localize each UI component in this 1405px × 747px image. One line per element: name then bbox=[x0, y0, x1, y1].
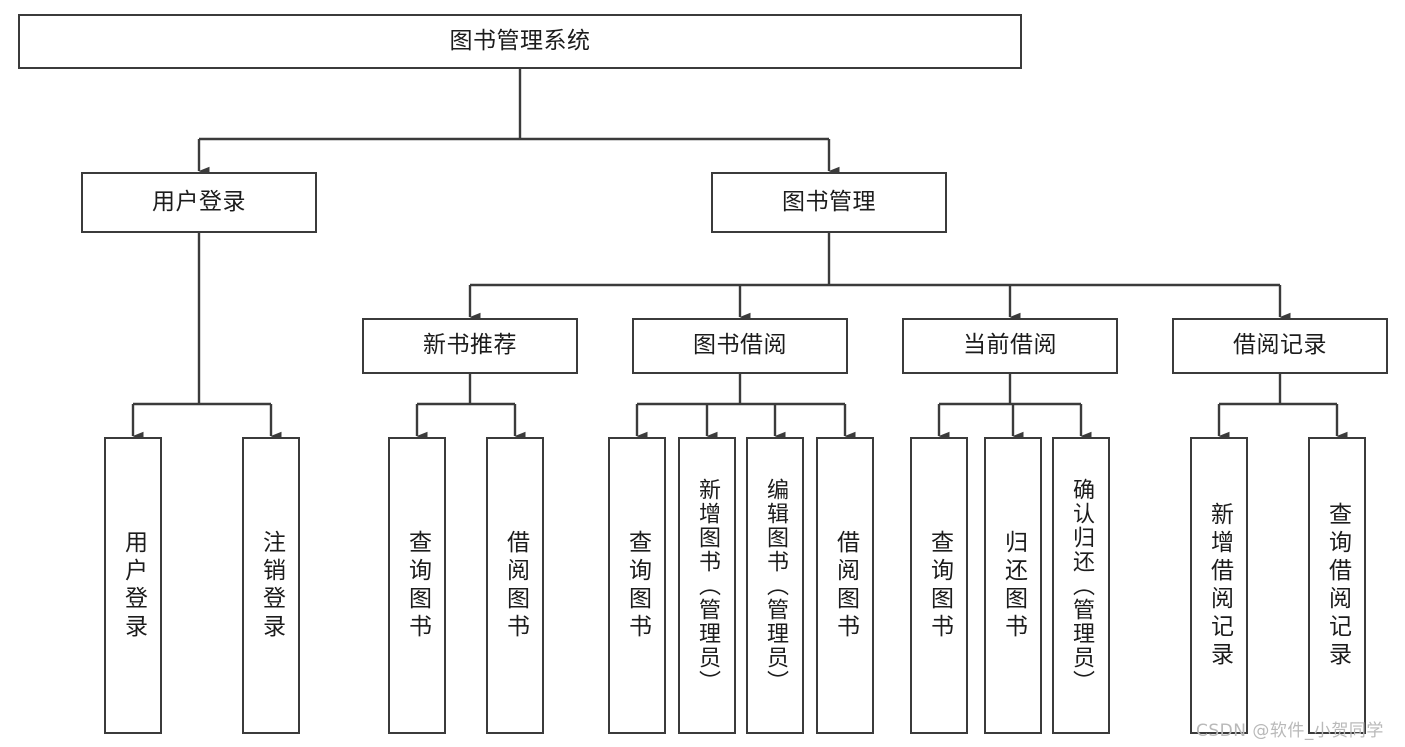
node-label: 借阅图书 bbox=[502, 529, 529, 642]
node-leaf-borrow-book-2[interactable]: 借阅图书 bbox=[816, 437, 874, 734]
node-leaf-user-login[interactable]: 用户登录 bbox=[104, 437, 162, 734]
node-new-book-rec[interactable]: 新书推荐 bbox=[362, 318, 578, 374]
node-leaf-query-book-1[interactable]: 查询图书 bbox=[388, 437, 446, 734]
node-label: 注销登录 bbox=[258, 529, 285, 642]
node-label: 用户登录 bbox=[152, 188, 246, 215]
node-label: 图书借阅 bbox=[693, 332, 787, 359]
node-label: 查询图书 bbox=[926, 529, 953, 642]
node-label: 借阅图书 bbox=[832, 529, 859, 642]
node-leaf-query-record[interactable]: 查询借阅记录 bbox=[1308, 437, 1366, 734]
node-leaf-confirm-return[interactable]: 确认归还（管理员） bbox=[1052, 437, 1110, 734]
node-label: 编辑图书（管理员） bbox=[763, 477, 788, 694]
node-root[interactable]: 图书管理系统 bbox=[18, 14, 1022, 69]
node-leaf-edit-book[interactable]: 编辑图书（管理员） bbox=[746, 437, 804, 734]
node-leaf-borrow-book-1[interactable]: 借阅图书 bbox=[486, 437, 544, 734]
node-leaf-query-book-3[interactable]: 查询图书 bbox=[910, 437, 968, 734]
node-label: 图书管理 bbox=[782, 188, 876, 215]
node-label: 新书推荐 bbox=[423, 332, 517, 359]
node-borrow-record[interactable]: 借阅记录 bbox=[1172, 318, 1388, 374]
node-label: 归还图书 bbox=[1000, 529, 1027, 642]
node-leaf-add-book[interactable]: 新增图书（管理员） bbox=[678, 437, 736, 734]
node-book-borrow[interactable]: 图书借阅 bbox=[632, 318, 848, 374]
node-leaf-add-record[interactable]: 新增借阅记录 bbox=[1190, 437, 1248, 734]
node-current-borrow[interactable]: 当前借阅 bbox=[902, 318, 1118, 374]
node-label: 用户登录 bbox=[120, 529, 147, 642]
node-label: 当前借阅 bbox=[963, 332, 1057, 359]
node-label: 查询图书 bbox=[404, 529, 431, 642]
node-label: 图书管理系统 bbox=[449, 27, 591, 54]
node-leaf-query-book-2[interactable]: 查询图书 bbox=[608, 437, 666, 734]
csdn-watermark: CSDN @软件_小贺同学 bbox=[1196, 721, 1384, 741]
node-book-manage[interactable]: 图书管理 bbox=[711, 172, 947, 233]
node-label: 新增图书（管理员） bbox=[695, 477, 720, 694]
node-leaf-return-book[interactable]: 归还图书 bbox=[984, 437, 1042, 734]
node-user-login[interactable]: 用户登录 bbox=[81, 172, 317, 233]
node-label: 查询图书 bbox=[624, 529, 651, 642]
node-label: 新增借阅记录 bbox=[1206, 501, 1233, 670]
node-leaf-logout[interactable]: 注销登录 bbox=[242, 437, 300, 734]
node-label: 确认归还（管理员） bbox=[1069, 477, 1094, 694]
node-label: 查询借阅记录 bbox=[1324, 501, 1351, 670]
node-label: 借阅记录 bbox=[1233, 332, 1327, 359]
